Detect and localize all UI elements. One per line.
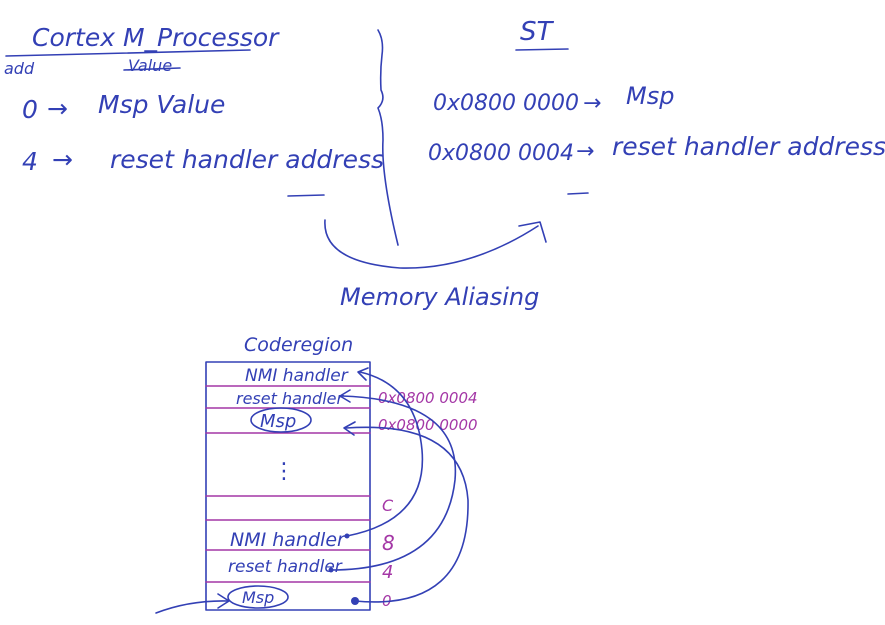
upper-msp: Msp <box>260 411 296 432</box>
offset-4: 4 <box>382 562 393 583</box>
row4-arrow: → <box>52 145 73 174</box>
aliasing-label: Memory Aliasing <box>340 283 539 311</box>
st-section: ST 0x0800 0000 → Msp 0x0800 0004 → reset… <box>428 17 885 195</box>
upper-msp-circle <box>250 407 312 433</box>
addr-0x08000004: 0x0800 0004 <box>378 389 478 407</box>
st-title: ST <box>520 17 555 47</box>
st-row1-value: reset handler address <box>612 132 885 161</box>
ellipsis-dots: ⋮ <box>273 459 295 484</box>
map-curve-msp-arrowhead <box>343 421 356 436</box>
cortex-title: Cortex M_Processor <box>32 23 280 52</box>
st-row0-addr: 0x0800 0000 <box>433 91 579 116</box>
st-row0-value: Msp <box>626 82 674 110</box>
offset-8: 8 <box>382 531 395 555</box>
row0-addr: 0 <box>22 95 38 124</box>
map-curve-msp <box>345 426 469 603</box>
addr-0x08000000: 0x0800 0000 <box>378 416 478 434</box>
brace-divider <box>377 29 399 246</box>
st-title-underline <box>515 48 569 51</box>
lower-nmi-handler: NMI handler <box>230 529 346 551</box>
row0-value: Msp Value <box>98 90 225 119</box>
code-region-title: Coderegion <box>244 334 353 356</box>
lower-msp-circle <box>227 585 289 609</box>
lower-msp: Msp <box>242 588 274 607</box>
col-value-label: Value <box>128 56 172 75</box>
upper-nmi-handler: NMI handler <box>245 366 349 386</box>
st-row1-addr: 0x0800 0004 <box>428 141 574 166</box>
map-curve-nmi-arrowhead <box>357 367 369 381</box>
map-curve-reset <box>330 395 457 571</box>
offset-c: C <box>382 496 394 515</box>
code-region-box <box>205 361 371 611</box>
aliasing-arc <box>324 219 539 269</box>
row4-addr: 4 <box>22 147 38 176</box>
upper-reset-handler: reset handler <box>236 389 344 408</box>
right-dash <box>567 192 589 195</box>
col-value-underline <box>123 67 181 71</box>
left-dash <box>287 194 325 197</box>
col-add-label: add <box>4 59 35 78</box>
row0-arrow: → <box>47 94 68 123</box>
incoming-arrowhead <box>217 593 230 609</box>
incoming-arrow <box>155 600 229 614</box>
code-region: Coderegion NMI handler reset handler Msp… <box>155 334 478 614</box>
map-curve-reset-arrowhead <box>339 389 351 403</box>
st-row1-arrow: → <box>576 139 594 164</box>
map-curve-nmi <box>346 371 424 537</box>
cortex-section: Cortex M_Processor add Value 0 → Msp Val… <box>4 23 384 197</box>
row4-value: reset handler address <box>110 145 384 174</box>
lower-reset-handler: reset handler <box>228 557 343 577</box>
aliasing-arrowhead <box>518 221 547 243</box>
st-row0-arrow: → <box>583 91 601 116</box>
cortex-title-underline <box>5 49 251 57</box>
